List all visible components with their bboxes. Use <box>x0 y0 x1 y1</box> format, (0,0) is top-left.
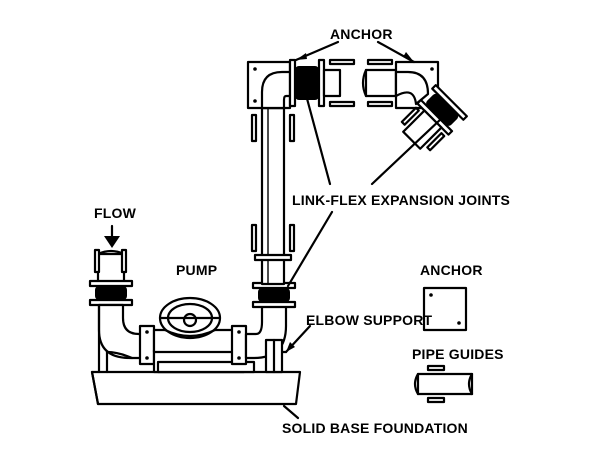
elbow-support <box>264 338 284 374</box>
label-anchor-legend: ANCHOR <box>420 262 483 278</box>
label-pump: PUMP <box>176 262 218 278</box>
leader-lines <box>104 40 444 420</box>
solid-base-foundation <box>90 370 302 406</box>
legend-pipe-guides-icon <box>413 364 474 404</box>
left-expansion-joint <box>88 279 134 307</box>
label-anchor-top: ANCHOR <box>330 26 393 42</box>
label-elbow-support: ELBOW SUPPORT <box>306 312 433 328</box>
riser-pipe-guides <box>250 113 296 262</box>
pump-suction-flange <box>138 324 156 366</box>
angled-expansion-joint <box>400 84 468 152</box>
label-solid-base: SOLID BASE FOUNDATION <box>282 420 468 436</box>
label-expansion-joints: LINK-FLEX EXPANSION JOINTS <box>292 192 511 208</box>
top-pipe <box>322 58 398 108</box>
label-flow: FLOW <box>94 205 137 221</box>
riser-expansion-joint <box>251 281 297 309</box>
legend-anchor-icon <box>422 286 468 332</box>
label-pipe-guides: PIPE GUIDES <box>412 346 504 362</box>
pump-discharge-flange <box>230 324 248 366</box>
pump <box>152 296 256 374</box>
top-left-anchor <box>246 60 292 110</box>
